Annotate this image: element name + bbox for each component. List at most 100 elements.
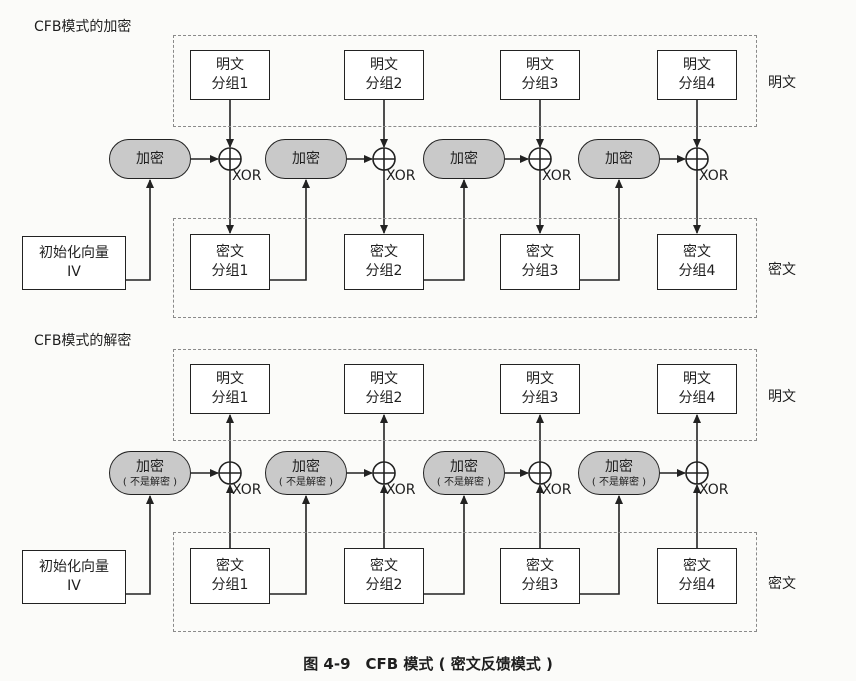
encrypt-xor-operator-4 [685,147,709,171]
encrypt-xor-label-3: XOR [542,168,572,184]
decrypt-xor-operator-3 [528,461,552,485]
box-text-line: 分组2 [365,76,403,92]
encrypt-xor-operator-2 [372,147,396,171]
box-text-line: 初始化向量 [39,559,109,575]
encrypt-plaintext-block-1: 明文分组1 [190,50,270,100]
encrypt-xor-label-4: XOR [699,168,729,184]
box-text-line: ( 不是解密 ) [436,476,492,488]
box-text-line: 分组4 [678,390,716,406]
decrypt-wire-feedback-1 [270,495,310,595]
decrypt-plaintext-block-2: 明文分组2 [344,364,424,414]
encrypt-ciphertext-block-4: 密文分组4 [657,234,737,290]
box-text-line: 加密 [605,458,633,475]
box-text-line: 密文 [370,558,398,574]
encrypt-xor-operator-1 [218,147,242,171]
encrypt-cipher-op-1: 加密 [109,139,191,179]
decrypt-cipher-op-3: 加密( 不是解密 ) [423,451,505,495]
decrypt-wire-feedback-2 [424,495,468,595]
box-text-line: 明文 [683,57,711,73]
box-text-line: 分组4 [678,263,716,279]
box-text-line: 加密 [136,458,164,475]
encrypt-ciphertext-region [173,218,757,318]
box-text-line: 密文 [370,244,398,260]
box-text-line: IV [67,578,81,594]
box-text-line: 分组3 [521,577,559,593]
decrypt-wire-iv-to-op [126,495,154,595]
decrypt-plaintext-block-4: 明文分组4 [657,364,737,414]
decrypt-xor-operator-4 [685,461,709,485]
box-text-line: 明文 [216,371,244,387]
encrypt-plaintext-block-3: 明文分组3 [500,50,580,100]
encrypt-wire-feedback-3 [580,179,623,281]
decrypt-iv-box: 初始化向量 IV [22,550,126,604]
box-text-line: 密文 [216,558,244,574]
box-text-line: ( 不是解密 ) [122,476,178,488]
box-text-line: 密文 [216,244,244,260]
box-text-line: 加密 [292,458,320,475]
encrypt-ciphertext-block-1: 密文分组1 [190,234,270,290]
box-text-line: 分组3 [521,390,559,406]
box-text-line: 加密 [605,151,633,167]
box-text-line: 分组4 [678,76,716,92]
decrypt-xor-label-3: XOR [542,482,572,498]
decrypt-ciphertext-block-4: 密文分组4 [657,548,737,604]
box-text-line: ( 不是解密 ) [278,476,334,488]
encrypt-wire-feedback-2 [424,179,468,281]
encrypt-cipher-op-4: 加密 [578,139,660,179]
decrypt-plaintext-block-1: 明文分组1 [190,364,270,414]
box-text-line: 分组1 [211,263,249,279]
decrypt-xor-label-2: XOR [386,482,416,498]
box-text-line: 明文 [526,57,554,73]
encrypt-wire-iv-to-op [126,179,154,281]
box-text-line: 加密 [136,151,164,167]
encrypt-xor-label-1: XOR [232,168,262,184]
decrypt-xor-label-1: XOR [232,482,262,498]
box-text-line: 分组1 [211,577,249,593]
box-text-line: 初始化向量 [39,245,109,261]
decrypt-plaintext-region [173,349,757,441]
decrypt-wire-feedback-3 [580,495,623,595]
encrypt-plaintext-block-4: 明文分组4 [657,50,737,100]
decrypt-cipher-op-2: 加密( 不是解密 ) [265,451,347,495]
decrypt-ciphertext-block-2: 密文分组2 [344,548,424,604]
box-text-line: 明文 [526,371,554,387]
box-text-line: 分组1 [211,390,249,406]
box-text-line: 分组3 [521,76,559,92]
encrypt-ciphertext-block-2: 密文分组2 [344,234,424,290]
box-text-line: 明文 [370,371,398,387]
encrypt-xor-operator-3 [528,147,552,171]
box-text-line: 密文 [526,558,554,574]
box-text-line: 加密 [292,151,320,167]
decrypt-plaintext-block-3: 明文分组3 [500,364,580,414]
encrypt-plaintext-group-label: 明文 [768,75,796,91]
decrypt-plaintext-group-label: 明文 [768,389,796,405]
decrypt-xor-operator-2 [372,461,396,485]
box-text-line: 密文 [683,244,711,260]
figure-caption: 图 4-9 CFB 模式 ( 密文反馈模式 ) [303,655,553,673]
decrypt-ciphertext-group-label: 密文 [768,576,796,592]
encrypt-plaintext-region [173,35,757,127]
box-text-line: 分组2 [365,390,403,406]
decrypt-ciphertext-block-1: 密文分组1 [190,548,270,604]
box-text-line: 明文 [683,371,711,387]
decrypt-xor-label-4: XOR [699,482,729,498]
decrypt-cipher-op-4: 加密( 不是解密 ) [578,451,660,495]
box-text-line: 分组3 [521,263,559,279]
box-text-line: IV [67,264,81,280]
decrypt-xor-operator-1 [218,461,242,485]
encrypt-plaintext-block-2: 明文分组2 [344,50,424,100]
encrypt-xor-label-2: XOR [386,168,416,184]
box-text-line: 分组4 [678,577,716,593]
encrypt-ciphertext-block-3: 密文分组3 [500,234,580,290]
decrypt-ciphertext-region [173,532,757,632]
box-text-line: 分组2 [365,577,403,593]
box-text-line: 密文 [526,244,554,260]
box-text-line: 分组2 [365,263,403,279]
decrypt-ciphertext-block-3: 密文分组3 [500,548,580,604]
box-text-line: 明文 [216,57,244,73]
encrypt-cipher-op-2: 加密 [265,139,347,179]
encrypt-ciphertext-group-label: 密文 [768,262,796,278]
encrypt-cipher-op-3: 加密 [423,139,505,179]
encrypt-wire-feedback-1 [270,179,310,281]
